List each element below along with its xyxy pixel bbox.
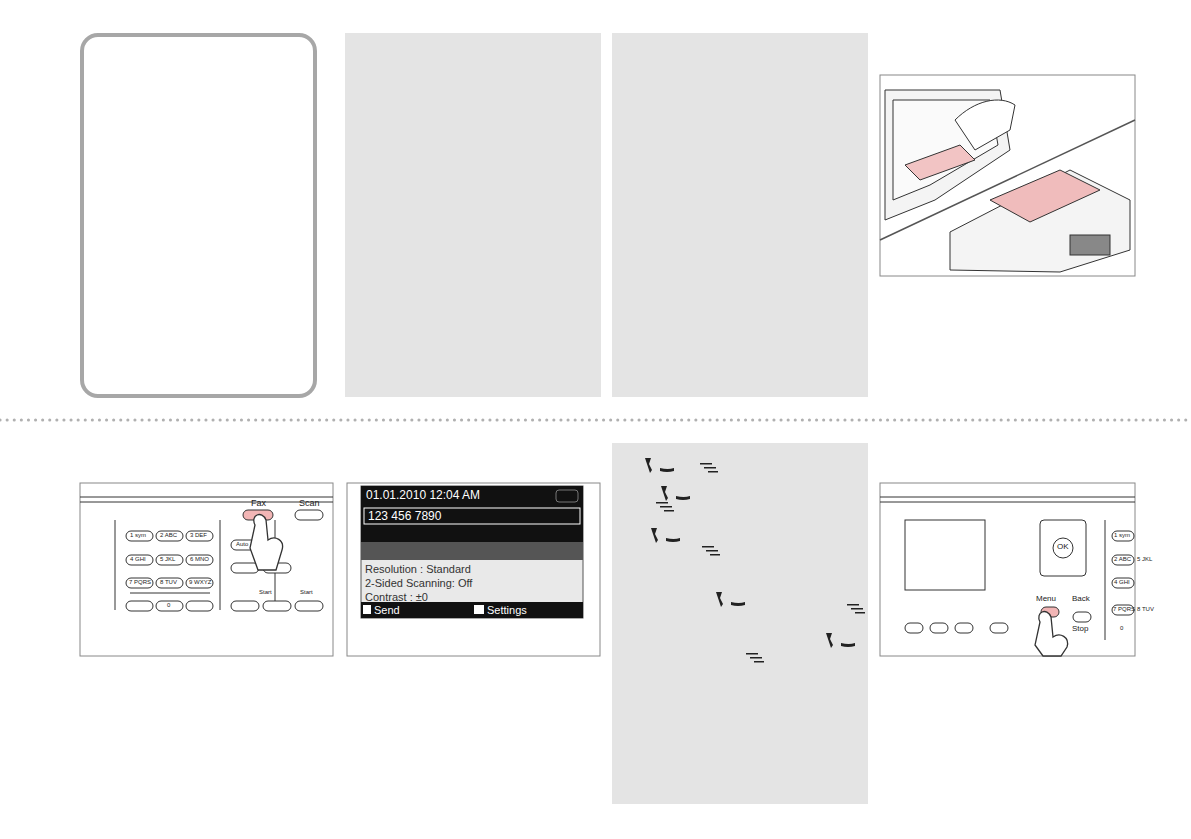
printed-label: Back bbox=[1072, 595, 1090, 604]
grey-panel bbox=[612, 33, 868, 397]
printed-label: 0 bbox=[1120, 625, 1123, 632]
printed-label: Contrast : ±0 bbox=[365, 591, 428, 603]
printed-label: Start bbox=[259, 589, 272, 596]
note-frame bbox=[82, 35, 315, 396]
printed-label: 5 JKL bbox=[160, 556, 175, 563]
printed-label: 9 WXYZ bbox=[189, 579, 211, 586]
printed-label: Start bbox=[300, 589, 313, 596]
printed-label: Resolution : Standard bbox=[365, 563, 471, 575]
printed-label: Stop bbox=[1072, 625, 1088, 634]
printed-label: Scan bbox=[299, 499, 320, 509]
grey-panel bbox=[345, 33, 601, 397]
phone-button-icons bbox=[645, 458, 865, 663]
dotted-divider bbox=[0, 419, 1191, 422]
printed-label: 4 GHI bbox=[1114, 579, 1130, 586]
printed-label: Auto bbox=[236, 541, 248, 548]
lcd-screen bbox=[347, 483, 600, 656]
printed-label: Send bbox=[374, 604, 400, 616]
printed-label: 6 MNO bbox=[190, 556, 209, 563]
printed-label: 5 JKL bbox=[1137, 556, 1152, 563]
printed-label: Menu bbox=[1036, 595, 1056, 604]
printed-label: 2 ABC bbox=[160, 532, 177, 539]
printed-label: 0 bbox=[167, 602, 170, 609]
printed-label: 8 TUV bbox=[1137, 606, 1154, 613]
printed-label: 1 sym bbox=[1114, 532, 1130, 539]
printed-label: Fax bbox=[251, 499, 266, 509]
control-panel-illustration bbox=[80, 483, 333, 656]
original-placement-illustration bbox=[880, 75, 1135, 276]
printed-label: 01.01.2010 12:04 AM bbox=[366, 489, 480, 502]
printed-label: 7 PQRS bbox=[1113, 606, 1135, 613]
printed-label: 2-Sided Scanning: Off bbox=[365, 577, 472, 589]
printed-label: 123 456 7890 bbox=[368, 510, 441, 523]
grey-panel bbox=[612, 443, 868, 804]
printed-label: 8 TUV bbox=[160, 579, 177, 586]
printed-label: 7 PQRS bbox=[129, 579, 151, 586]
printed-label: 2 ABC bbox=[1114, 556, 1131, 563]
printed-label: Settings bbox=[487, 604, 527, 616]
printed-label: 3 DEF bbox=[190, 532, 207, 539]
printed-label: 1 sym bbox=[130, 532, 146, 539]
printed-label: OK bbox=[1057, 543, 1069, 552]
control-panel-illustration bbox=[880, 483, 1135, 656]
printed-label: 4 GHI bbox=[130, 556, 146, 563]
